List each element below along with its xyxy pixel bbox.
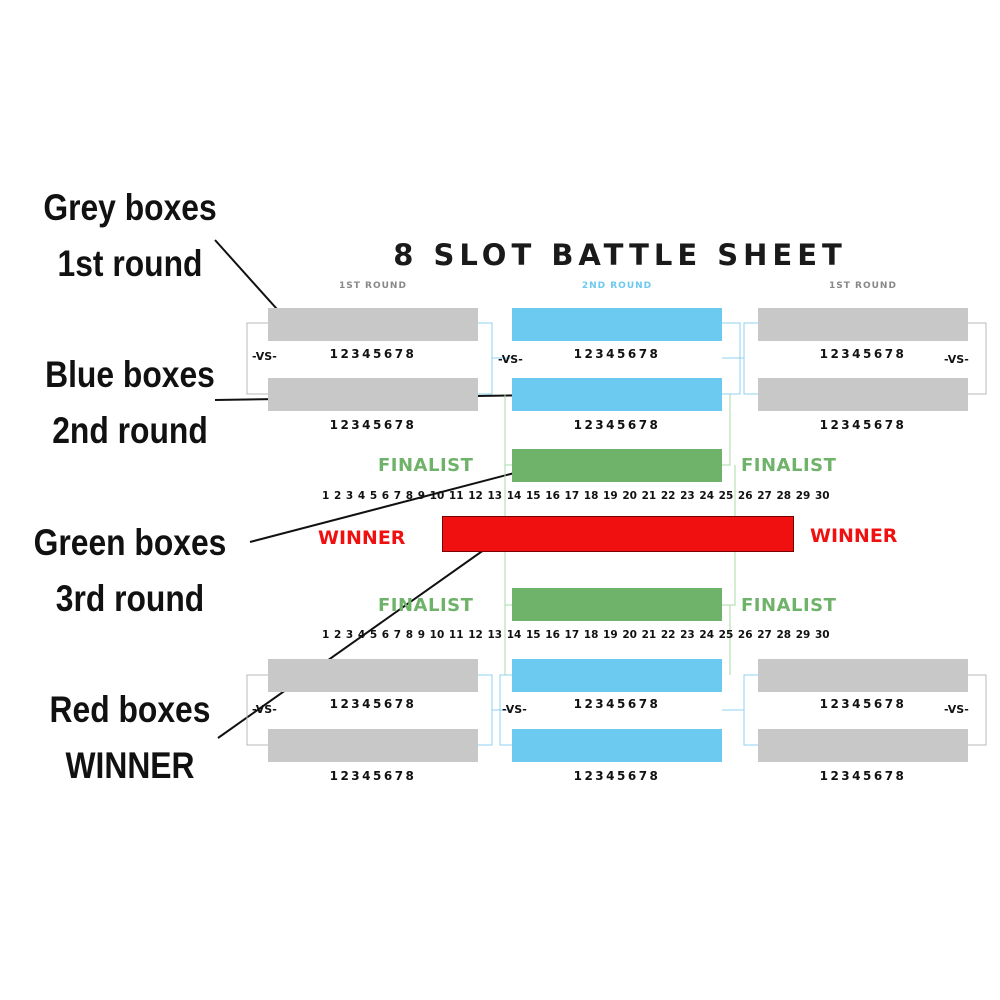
score-scale-top: 1 2 3 4 5 6 7 8 9 10 11 12 13 14 15 16 1… [322,490,830,502]
green-pointer-line [249,464,546,543]
blue-slot-2[interactable] [512,378,722,411]
bracket-bottom-right-out [722,674,758,746]
callout-blue-line1: Blue boxes [45,354,215,395]
callout-grey-line2: 1st round [57,243,203,284]
sheet-title: 8 SLOT BATTLE SHEET [393,238,847,272]
slot-numbers: 12345678 [329,769,417,783]
green-slot-2[interactable] [512,588,722,621]
slot-numbers: 12345678 [573,347,661,361]
callout-blue-line2: 2nd round [52,410,208,451]
bracket-bottom-left [246,674,268,746]
green-slot-1[interactable] [512,449,722,482]
slot-numbers: 12345678 [329,697,417,711]
callout-blue: Blue boxes 2nd round [35,347,224,459]
callout-green-line2: 3rd round [55,578,205,619]
winner-slot[interactable] [442,516,794,552]
callout-grey-line1: Grey boxes [43,187,217,228]
bracket-bottom-green [504,605,731,675]
vs-label-bottom-center: -VS- [502,703,527,716]
vs-label-bottom-right: -VS- [944,703,969,716]
vs-label-top-left: -VS- [252,350,277,363]
grey-pointer-line [214,239,286,319]
slot-numbers: 12345678 [819,347,907,361]
callout-grey: Grey boxes 1st round [35,180,224,292]
bracket-bottom-center [499,674,512,746]
finalist-label-top-left: FINALIST [378,455,474,476]
grey-slot-1[interactable] [268,308,478,341]
grey-slot-4[interactable] [758,378,968,411]
round-label-left: 1ST ROUND [339,281,407,291]
slot-numbers: 12345678 [573,769,661,783]
red-pointer-line [217,534,506,739]
slot-numbers: 12345678 [819,697,907,711]
grey-slot-2[interactable] [758,308,968,341]
blue-slot-4[interactable] [512,729,722,762]
bracket-top-right [968,322,987,395]
grey-slot-7[interactable] [268,729,478,762]
grey-slot-8[interactable] [758,729,968,762]
bracket-top-left [246,322,268,395]
bracket-bottom-left-out [478,674,512,746]
grey-slot-5[interactable] [268,659,478,692]
round-label-center: 2ND ROUND [581,281,653,291]
finalist-label-bottom-left: FINALIST [378,595,474,616]
finalist-label-bottom-right: FINALIST [741,595,837,616]
slot-numbers: 12345678 [329,347,417,361]
callout-green: Green boxes 3rd round [31,515,229,627]
blue-slot-3[interactable] [512,659,722,692]
vs-label-bottom-left: -VS- [252,703,277,716]
finalist-label-top-right: FINALIST [741,455,837,476]
bracket-top-left-out [478,322,512,395]
slot-numbers: 12345678 [819,769,907,783]
blue-slot-1[interactable] [512,308,722,341]
winner-label-left: WINNER [318,527,406,549]
grey-slot-6[interactable] [758,659,968,692]
callout-red: Red boxes WINNER [35,682,224,794]
slot-numbers: 12345678 [573,418,661,432]
bracket-top-right-out [722,322,758,395]
callout-green-line1: Green boxes [33,522,227,563]
slot-numbers: 12345678 [573,697,661,711]
grey-slot-3[interactable] [268,378,478,411]
slot-numbers: 12345678 [819,418,907,432]
winner-label-right: WINNER [810,525,898,547]
callout-red-line1: Red boxes [49,689,211,730]
bracket-bottom-right [968,674,987,746]
slot-numbers: 12345678 [329,418,417,432]
score-scale-bottom: 1 2 3 4 5 6 7 8 9 10 11 12 13 14 15 16 1… [322,629,830,641]
round-label-right: 1ST ROUND [829,281,897,291]
vs-label-top-center: -VS- [498,353,523,366]
callout-red-line2: WINNER [65,745,195,786]
vs-label-top-right: -VS- [944,353,969,366]
